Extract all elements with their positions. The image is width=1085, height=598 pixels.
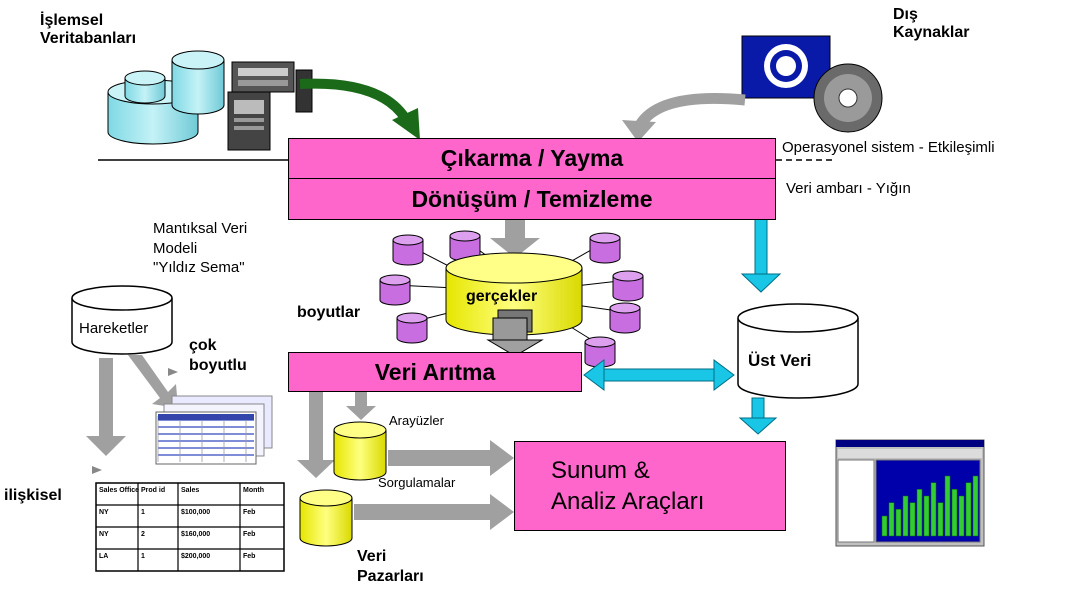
arrow-metadata-presentation: [752, 398, 764, 420]
arrow-transform-down: [505, 218, 525, 240]
transform-label: Dönüşüm / Temizleme: [411, 186, 652, 213]
warehouse-note: Veri ambarı - Yığın: [786, 180, 911, 197]
refine-box: Veri Arıtma: [288, 352, 582, 392]
arrow-ext-to-extract: [640, 98, 745, 125]
refine-label: Veri Arıtma: [375, 359, 496, 386]
thumbnail-bar: [896, 509, 901, 536]
thumbnail-bar: [938, 503, 943, 536]
relational-label: ilişkisel: [4, 487, 62, 505]
datamart-cylinder-1: [334, 422, 386, 480]
pointer-multidim: [168, 368, 178, 376]
table-cell-2-2: 2: [141, 531, 145, 538]
dimension-cylinder-1: [393, 235, 423, 265]
table-cell-3-2: 1: [141, 553, 145, 560]
operational-db-icon: [108, 51, 224, 144]
thumbnail-bar: [917, 489, 922, 536]
pointer-relational: [92, 466, 102, 474]
multidim-label: çok boyutlu: [189, 336, 247, 376]
presentation-box: Sunum & Analiz Araçları: [514, 441, 786, 531]
arrow-refine-down-left: [309, 392, 323, 462]
table-cell-2-3: $160,000: [181, 531, 210, 538]
thumbnail-bar: [966, 483, 971, 536]
table-header-4: Month: [243, 487, 264, 494]
thumbnail-bar: [910, 503, 915, 536]
extract-label: Çıkarma / Yayma: [441, 145, 623, 172]
table-header-2: Prod id: [141, 487, 165, 494]
analysis-tool-screenshot: [836, 440, 984, 546]
logical-model-label: Mantıksal Veri Modeli "Yıldız Sema": [153, 219, 247, 278]
arrow-ops-to-extract: [300, 84, 405, 118]
table-cell-2-4: Feb: [243, 531, 255, 538]
arrow-refine-down-right: [355, 392, 367, 408]
table-cell-1-1: NY: [99, 509, 109, 516]
metadata-label: Üst Veri: [748, 351, 811, 371]
thumbnail-bar: [945, 476, 950, 536]
datamarts-label: Veri Pazarları: [357, 547, 424, 587]
table-cell-1-3: $100,000: [181, 509, 210, 516]
transactions-label: Hareketler: [79, 320, 148, 337]
operational-db-label: İşlemsel Veritabanları: [40, 12, 136, 49]
operational-note: Operasyonel sistem - Etkileşimli: [782, 139, 995, 156]
interfaces-label: Arayüzler: [389, 414, 444, 429]
extract-box: Çıkarma / Yayma: [288, 138, 776, 179]
table-cell-1-2: 1: [141, 509, 145, 516]
dimension-cylinder-6: [613, 271, 643, 301]
table-cell-1-4: Feb: [243, 509, 255, 516]
arrow-transactions-down: [99, 358, 113, 438]
arrow-transform-metadata: [755, 218, 767, 276]
dimensions-label: boyutlar: [297, 304, 360, 322]
table-header-3: Sales: [181, 487, 199, 494]
table-header-1: Sales Office: [99, 487, 139, 494]
thumbnail-bar: [973, 476, 978, 536]
table-cell-3-3: $200,000: [181, 553, 210, 560]
thumbnail-bar: [882, 516, 887, 536]
arrow-mart1-presentation: [388, 450, 492, 466]
dimension-cylinder-2: [380, 275, 410, 305]
arrow-mart2-presentation: [354, 504, 492, 520]
dimension-cylinder-7: [610, 303, 640, 333]
table-cell-3-1: LA: [99, 553, 108, 560]
thumbnail-bar: [903, 496, 908, 536]
multidim-cube-image: [156, 396, 272, 464]
table-cell-3-4: Feb: [243, 553, 255, 560]
thumbnail-bar: [959, 496, 964, 536]
thumbnail-bar: [924, 496, 929, 536]
presentation-label: Sunum & Analiz Araçları: [551, 455, 704, 517]
table-cell-2-1: NY: [99, 531, 109, 538]
dimension-cylinder-3: [397, 313, 427, 343]
datamart-cylinder-2: [300, 490, 352, 546]
external-sources-icon: [742, 36, 882, 132]
thumbnail-bar: [889, 503, 894, 536]
queries-label: Sorgulamalar: [378, 476, 455, 491]
transform-box: Dönüşüm / Temizleme: [288, 178, 776, 220]
external-sources-label: Dış Kaynaklar: [893, 6, 970, 43]
arrow-transactions-multidim: [128, 355, 178, 408]
thumbnail-bar: [931, 483, 936, 536]
server-icon: [228, 62, 312, 150]
dimension-cylinder-5: [590, 233, 620, 263]
thumbnail-bar: [952, 489, 957, 536]
facts-label: gerçekler: [466, 288, 537, 306]
